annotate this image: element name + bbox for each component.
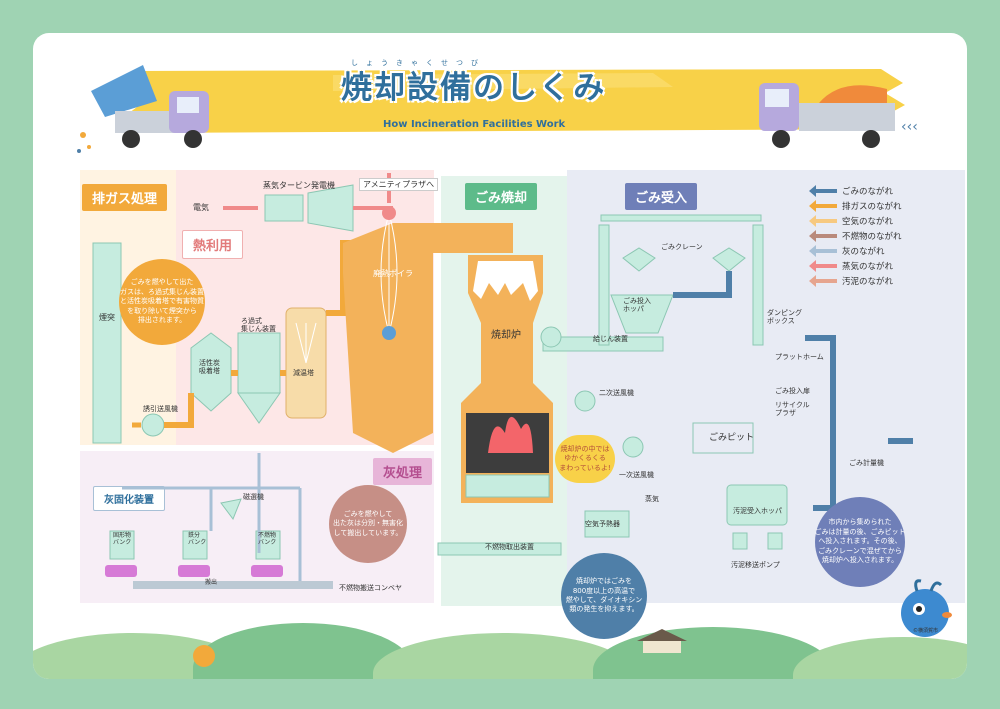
- page-subtitle: How Incineration Facilities Work: [383, 119, 566, 130]
- section-title-heat: 熱利用: [182, 230, 244, 259]
- label-amenity: アメニティプラザへ: [359, 178, 439, 192]
- label-hopper: ごみ投入 ホッパ: [623, 297, 651, 314]
- label-steam: 蒸気: [645, 495, 659, 503]
- legend-label: ごみのながれ: [842, 186, 894, 197]
- label-chimney: 煙突: [99, 313, 115, 322]
- label-noncomb-bank: 不燃物 バンク: [258, 532, 277, 546]
- legend-arrow-icon: [809, 184, 837, 197]
- legend: ごみのながれ排ガスのながれ空気のながれ不燃物のながれ灰のながれ蒸気のながれ汚泥の…: [809, 183, 955, 288]
- legend-arrow-icon: [809, 199, 837, 212]
- label-sludge-pump: 汚泥移送ポンプ: [731, 561, 780, 569]
- sun-icon: [193, 645, 215, 667]
- legend-arrow-icon: [809, 214, 837, 227]
- legend-label: 空気のながれ: [842, 216, 894, 227]
- legend-arrow-icon: [809, 259, 837, 272]
- label-air-preheater: 空気予熱器: [585, 520, 620, 528]
- label-primary-fan: 一次送風機: [619, 471, 654, 479]
- label-feeder: 給じん装置: [593, 335, 628, 343]
- label-induced-fan: 誘引送風機: [143, 405, 178, 413]
- label-iron-bank: 鉄分 バンク: [188, 532, 207, 546]
- dump-truck-icon: [77, 65, 209, 153]
- label-scale: ごみ計量機: [849, 459, 884, 467]
- svg-text:‹‹‹: ‹‹‹: [901, 119, 918, 135]
- legend-label: 蒸気のながれ: [842, 261, 894, 272]
- legend-item: 空気のながれ: [809, 213, 955, 228]
- bubble-ash: ごみを燃やして 出た灰は分別・無害化 して搬出しています。: [329, 485, 407, 563]
- legend-arrow-icon: [809, 274, 837, 287]
- label-electricity: 電気: [193, 203, 209, 212]
- label-magnetic: 磁選機: [243, 493, 264, 501]
- section-title-exhaust: 排ガス処理: [82, 184, 168, 211]
- label-recycle-plaza: リサイクル プラザ: [775, 401, 810, 418]
- section-title-ash: 灰処理: [373, 458, 433, 485]
- label-export: 搬出: [205, 579, 218, 586]
- label-crane: ごみクレーン: [661, 243, 703, 251]
- poster-sheet: しょうきゃくせつび 焼却設備のしくみ How Incineration Faci…: [33, 33, 967, 679]
- label-entrance: ごみ投入扉: [775, 387, 810, 395]
- label-secondary-fan: 二次送風機: [599, 389, 634, 397]
- title-ruby: しょうきゃくせつび: [351, 59, 486, 67]
- garbage-truck-icon: ‹‹‹: [759, 83, 918, 148]
- label-carbon-tower: 活性炭 吸着塔: [199, 359, 220, 376]
- legend-item: 排ガスのながれ: [809, 198, 955, 213]
- label-boiler: 廃熱ボイラ: [373, 269, 413, 278]
- legend-label: 汚泥のながれ: [842, 276, 894, 287]
- legend-arrow-icon: [809, 229, 837, 242]
- section-title-receive: ごみ受入: [625, 183, 698, 210]
- legend-label: 不燃物のながれ: [842, 231, 902, 242]
- process-diagram: [92, 173, 913, 589]
- label-cooling-tower: 減温塔: [293, 369, 314, 377]
- legend-item: 不燃物のながれ: [809, 228, 955, 243]
- bubble-receive: 市内から集められた ごみは計量の後、ごみピット へ投入されます。その後、 ごみク…: [815, 497, 906, 587]
- bubble-furnace-inner: 焼却炉の中では ゆかくるくる まわっているよ!: [555, 435, 615, 483]
- legend-arrow-icon: [809, 244, 837, 257]
- label-dumping-box: ダンピング ボックス: [767, 309, 802, 326]
- legend-item: ごみのながれ: [809, 183, 955, 198]
- page-title: 焼却設備のしくみ: [341, 70, 607, 106]
- credit: ©横須賀市: [913, 628, 939, 634]
- legend-label: 灰のながれ: [842, 246, 885, 257]
- bubble-exhaust: ごみを燃やして出た ガスは、ろ過式集じん装置 と活性炭吸着塔で有害物質 を取り除…: [119, 259, 205, 345]
- label-filter: ろ過式 集じん装置: [241, 317, 276, 334]
- label-sludge-hopper: 汚泥受入ホッパ: [733, 507, 782, 515]
- label-platform: プラットホーム: [775, 353, 824, 361]
- bubble-burn: 焼却炉ではごみを 800度以上の高温で 燃やして、ダイオキシン 類の発生を抑えま…: [561, 553, 647, 639]
- house-icon: [637, 629, 687, 653]
- label-noncomb-conveyor: 不燃物搬送コンベヤ: [339, 584, 402, 592]
- label-turbine: 蒸気タービン発電機: [263, 181, 335, 190]
- legend-item: 汚泥のながれ: [809, 273, 955, 288]
- label-solid-bank: 固形物 バンク: [113, 532, 132, 546]
- section-title-burn: ごみ焼却: [465, 183, 538, 210]
- title-banner: [117, 69, 905, 133]
- label-pit: ごみピット: [709, 433, 755, 443]
- label-noncomb-out: 不燃物取出装置: [485, 543, 534, 551]
- legend-item: 灰のながれ: [809, 243, 955, 258]
- mascot-icon: [901, 579, 952, 637]
- legend-label: 排ガスのながれ: [842, 201, 902, 212]
- legend-item: 蒸気のながれ: [809, 258, 955, 273]
- label-furnace: 焼却炉: [491, 330, 521, 341]
